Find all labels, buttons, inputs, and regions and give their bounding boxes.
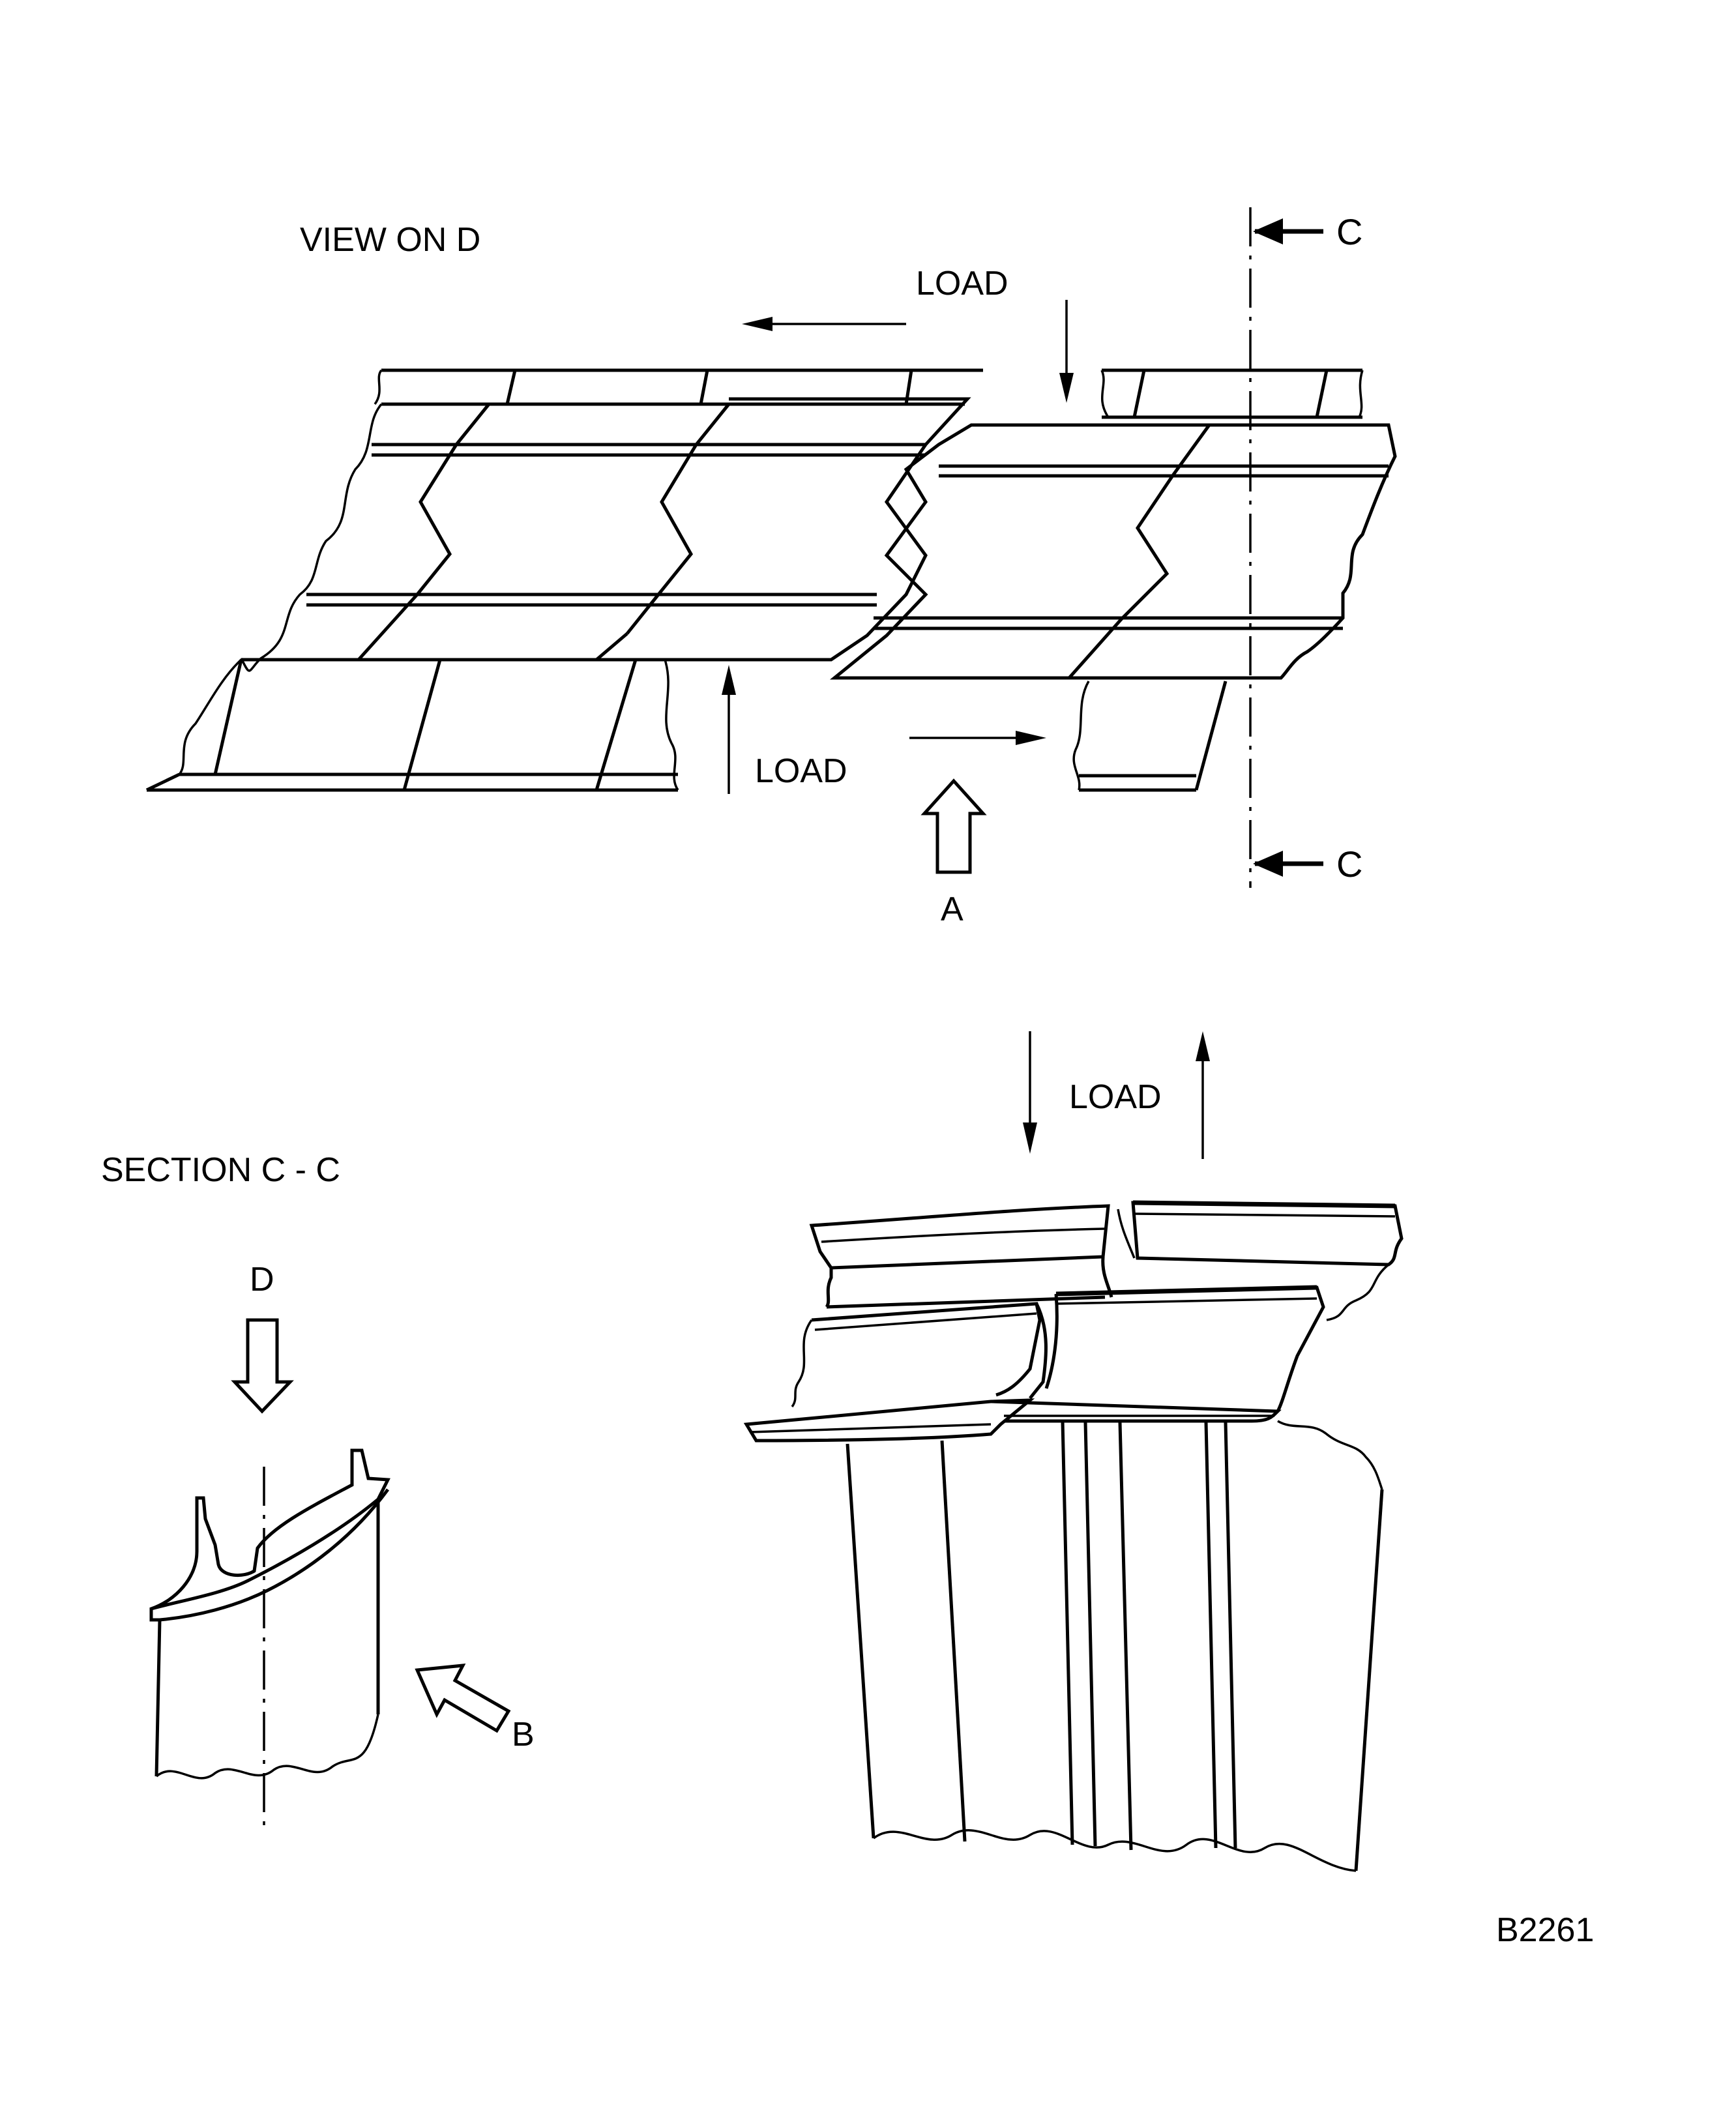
section-cc-drawing: SECTION C - C D B xyxy=(101,1151,535,1825)
section-marker-top: C xyxy=(1336,211,1362,252)
section-cc-label: SECTION C - C xyxy=(101,1151,340,1189)
left-shroud-segments xyxy=(145,368,983,792)
load-arrow-down xyxy=(1059,300,1074,403)
load-arrow-lower-up xyxy=(1196,1031,1210,1159)
view-on-d-label: VIEW ON D xyxy=(300,221,480,259)
view-arrow-b xyxy=(415,1664,511,1733)
right-shroud-segments xyxy=(829,368,1397,792)
section-arrow-top xyxy=(1253,218,1323,244)
load-label-top: LOAD xyxy=(916,265,1008,302)
load-arrow-lower-down xyxy=(1023,1031,1037,1154)
view-arrow-b-label: B xyxy=(512,1716,535,1753)
load-arrow-right xyxy=(909,731,1046,745)
figure-id: B2261 xyxy=(1496,1911,1594,1949)
load-arrow-up xyxy=(722,665,736,794)
view-arrow-d-label: D xyxy=(250,1261,274,1298)
section-profile xyxy=(149,1448,390,1777)
view-arrow-d xyxy=(231,1318,294,1414)
section-arrow-bottom xyxy=(1253,851,1323,877)
view-arrow-a-label: A xyxy=(941,890,964,928)
load-label-middle: LOAD xyxy=(755,752,847,790)
view-on-d-drawing: VIEW ON D LOAD LOAD C C A xyxy=(145,207,1397,928)
perspective-drawing: LOAD xyxy=(743,1031,1404,1872)
section-marker-bottom: C xyxy=(1336,843,1362,885)
load-label-lower: LOAD xyxy=(1069,1078,1162,1116)
view-arrow-a xyxy=(920,778,987,874)
load-arrow-left xyxy=(742,317,906,331)
